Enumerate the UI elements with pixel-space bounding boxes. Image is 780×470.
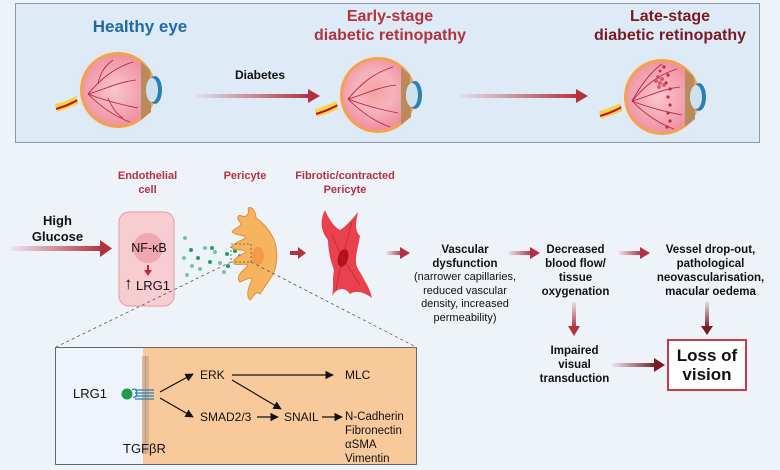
loss-of-vision-box: Loss of vision [667,339,747,391]
arrow-to-smad [159,397,194,418]
erk-label: ERK [200,368,225,382]
vascular-detail-line4: permeability) [433,311,497,324]
impaired-to-loss-arrow [612,358,665,372]
early-stage-title-line1: Early-stage [346,8,434,25]
bloodflow-to-vessel-arrow [618,247,650,259]
fibrotic-to-vascular-arrow [386,247,410,259]
target-gene: Vimentin [345,453,390,465]
lrg1-ligand-icon [121,388,138,400]
target-gene: Fibronectin [345,425,402,437]
diabetes-arrow [195,89,320,103]
vessel-to-loss-arrow [701,302,713,335]
healthy-eye-title: Healthy eye [92,17,188,36]
vascular-to-bloodflow-arrow [508,247,540,259]
late-stage-title: Late-stage diabetic retinopathy [570,7,770,45]
pericyte-cell [230,207,278,301]
nfkb-label: NF-κB [131,241,167,255]
healthy-eye-illustration [54,48,162,132]
vascular-detail-line1: (narrower capillaries, [413,271,517,283]
mlc-label: MLC [345,368,371,382]
arrow-to-erk [159,373,194,393]
blood-flow-line2: blood flow/ [545,258,606,270]
smad-label: SMAD2/3 [200,410,252,424]
vessel-dropout-step: Vessel drop-out, pathological neovascula… [648,243,773,299]
late-stage-eye-illustration [598,55,706,139]
high-glucose-line2: Glucose [31,229,84,244]
blood-flow-step: Decreased blood flow/ tissue oxygenation [533,243,618,299]
vessel-line2: pathological [676,258,745,270]
fibrotic-label-line2: Pericyte [323,184,367,196]
pericyte-label: Pericyte [223,170,267,182]
early-stage-title-line2: diabetic retinopathy [313,27,467,44]
vascular-title-line2: dysfunction [432,258,498,270]
pericyte-to-fibrotic-arrow [290,247,306,259]
late-stage-title-line1: Late-stage [629,8,711,25]
target-gene: N-Cadherin [345,411,404,423]
tgfbr-label: TGFβR [123,441,166,456]
impaired-line1: Impaired [550,345,599,357]
bloodflow-to-impaired-arrow [568,302,580,336]
impaired-line2: visual [558,359,591,371]
vascular-detail-line2: reduced vascular [423,284,507,297]
blood-flow-line4: oxygenation [541,286,610,298]
vessel-line1: Vessel drop-out, [665,244,756,256]
high-glucose-line1: High [43,213,72,228]
late-stage-title-line2: diabetic retinopathy [593,27,747,44]
fibrotic-label-line1: Fibrotic/contracted [295,170,395,182]
endothelial-cell [118,211,175,307]
endothelial-label-line2: cell [138,184,157,196]
high-glucose-arrow [10,240,112,257]
vascular-dysfunction-step: Vascular dysfunction (narrower capillari… [410,243,520,325]
impaired-transduction-step: Impaired visual transduction [532,344,617,386]
vascular-detail-line3: density, increased [421,298,509,310]
early-stage-eye-illustration [314,53,422,137]
signaling-inset: LRG1 TGFβR ERK SMAD2/3 SNAIL MLC N-Cadhe… [55,347,417,465]
lrg1-label: LRG1 [136,278,170,293]
early-stage-title: Early-stage diabetic retinopathy [290,7,490,45]
high-glucose-label: High Glucose [20,213,95,245]
progression-arrow [460,89,588,103]
blood-flow-line3: tissue [558,272,593,284]
zoom-line-left [55,261,232,348]
loss-line2: vision [682,365,732,384]
target-genes-list: N-Cadherin Fibronectin αSMA Vimentin [345,410,404,465]
target-gene: αSMA [345,439,377,451]
endothelial-cell-label: Endothelial cell [105,169,190,197]
arrow-erk-to-snail [231,379,282,410]
endothelial-label-line1: Endothelial [117,170,178,182]
inset-graphics [121,356,343,454]
up-arrow-icon: ↑ [124,274,133,293]
diabetes-label: Diabetes [234,68,286,82]
vessel-line4: macular oedema [665,286,756,298]
inset-lrg1-label: LRG1 [73,386,107,401]
snail-label: SNAIL [284,410,319,424]
fibrotic-pericyte-cell [321,210,372,298]
fibrotic-pericyte-label: Fibrotic/contracted Pericyte [285,169,405,197]
tgfbr-receptor-icon [135,389,154,400]
vessel-line3: neovascularisation, [656,272,765,284]
loss-line1: Loss of [676,346,738,365]
zoom-line-right [250,261,417,348]
vascular-title-line1: Vascular [441,244,489,256]
blood-flow-line1: Decreased [546,244,605,256]
impaired-line3: transduction [539,373,610,385]
